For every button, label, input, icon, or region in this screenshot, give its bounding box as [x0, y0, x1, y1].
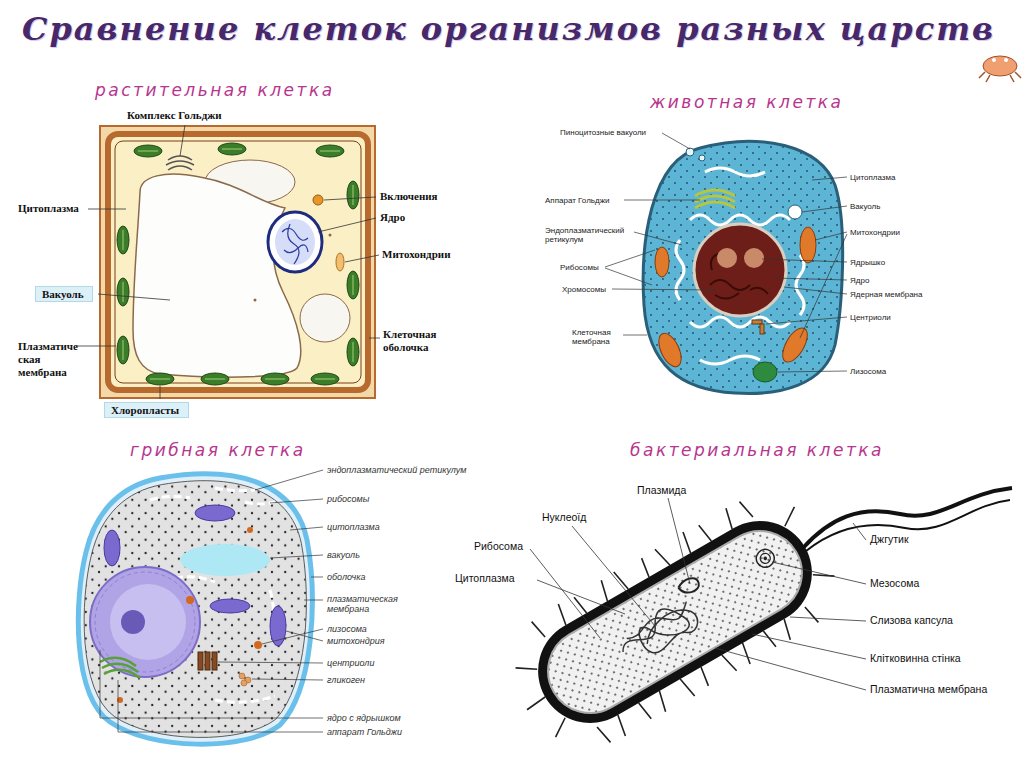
- part-label: Эндоплазматический ретикулум: [545, 226, 640, 244]
- kingdom-heading: грибная клетка: [130, 440, 360, 460]
- part-label: Комплекс Гольджи: [127, 109, 267, 122]
- part-label: Джгутик: [870, 533, 970, 546]
- part-label: Клітковинна стінка: [870, 652, 1010, 665]
- leader-lines: [605, 133, 847, 372]
- part-label: цитоплазма: [327, 522, 427, 532]
- part-label: вакуоль: [327, 550, 427, 560]
- part-label: Митохондрии: [850, 228, 940, 237]
- bacterial-cell: [489, 477, 1012, 767]
- crab-icon: [979, 56, 1021, 82]
- part-label: Митохондрии: [382, 248, 477, 261]
- animal-cell: [643, 141, 842, 393]
- part-label: Слизова капсула: [870, 614, 1000, 627]
- part-label: Рибосомы: [560, 263, 620, 272]
- part-label: Клеточная мембрана: [572, 328, 624, 346]
- part-label: Включения: [380, 190, 470, 203]
- part-label: плазматическая мембрана: [327, 594, 412, 615]
- part-label: Нуклеоїд: [542, 511, 622, 524]
- box-label: Хлоропласты: [111, 404, 182, 416]
- leader-lines: [76, 125, 380, 399]
- part-label: ядро с ядрышком: [327, 713, 447, 723]
- kingdom-heading: растительная клетка: [95, 80, 385, 100]
- leader-lines: [530, 498, 866, 690]
- part-label: рибосомы: [327, 494, 427, 504]
- fungal-cell: [78, 474, 312, 744]
- part-label: Рибосома: [474, 540, 554, 553]
- part-label: Клеточная оболочка: [383, 328, 453, 354]
- kingdom-heading: бактериальная клетка: [630, 440, 950, 460]
- part-label: эндоплазматический ретикулум: [327, 465, 492, 475]
- part-label: Вакуоль: [850, 202, 940, 211]
- part-label: Ядро: [380, 211, 440, 224]
- part-label: Аппарат Гольджи: [545, 196, 635, 205]
- part-label: центриоли: [327, 658, 427, 668]
- part-label: Плазматична мембрана: [870, 683, 1015, 696]
- highlight-box: Хлоропласты: [104, 402, 189, 418]
- part-label: Мезосома: [870, 577, 970, 590]
- page-title: Сравнение клеток организмов разных царст…: [22, 10, 995, 48]
- kingdom-heading: животная клетка: [650, 92, 910, 112]
- part-label: Лизосома: [850, 367, 940, 376]
- box-label: Вакуоль: [42, 288, 86, 300]
- part-label: Ядерная мембрана: [850, 290, 950, 299]
- plant-cell: [100, 126, 375, 398]
- highlight-box: Вакуоль: [35, 286, 93, 302]
- part-label: оболочка: [327, 572, 427, 582]
- part-label: Цитоплазма: [455, 572, 540, 585]
- part-label: лизосома: [327, 624, 427, 634]
- part-label: митохондрия: [327, 636, 427, 646]
- part-label: Хромосомы: [562, 285, 622, 294]
- part-label: гликоген: [327, 675, 427, 685]
- part-label: Ядрышко: [850, 258, 940, 267]
- part-label: Цитоплазма: [850, 173, 940, 182]
- part-label: Плазматиче ская мембрана: [18, 340, 88, 380]
- part-label: аппарат Гольджи: [327, 727, 447, 737]
- part-label: Пиноцитозные вакуоли: [560, 128, 670, 137]
- part-label: Ядро: [850, 276, 940, 285]
- part-label: Плазмида: [637, 484, 717, 497]
- part-label: Центриоли: [850, 313, 940, 322]
- leader-lines: [100, 470, 323, 732]
- part-label: Цитоплазма: [18, 202, 98, 215]
